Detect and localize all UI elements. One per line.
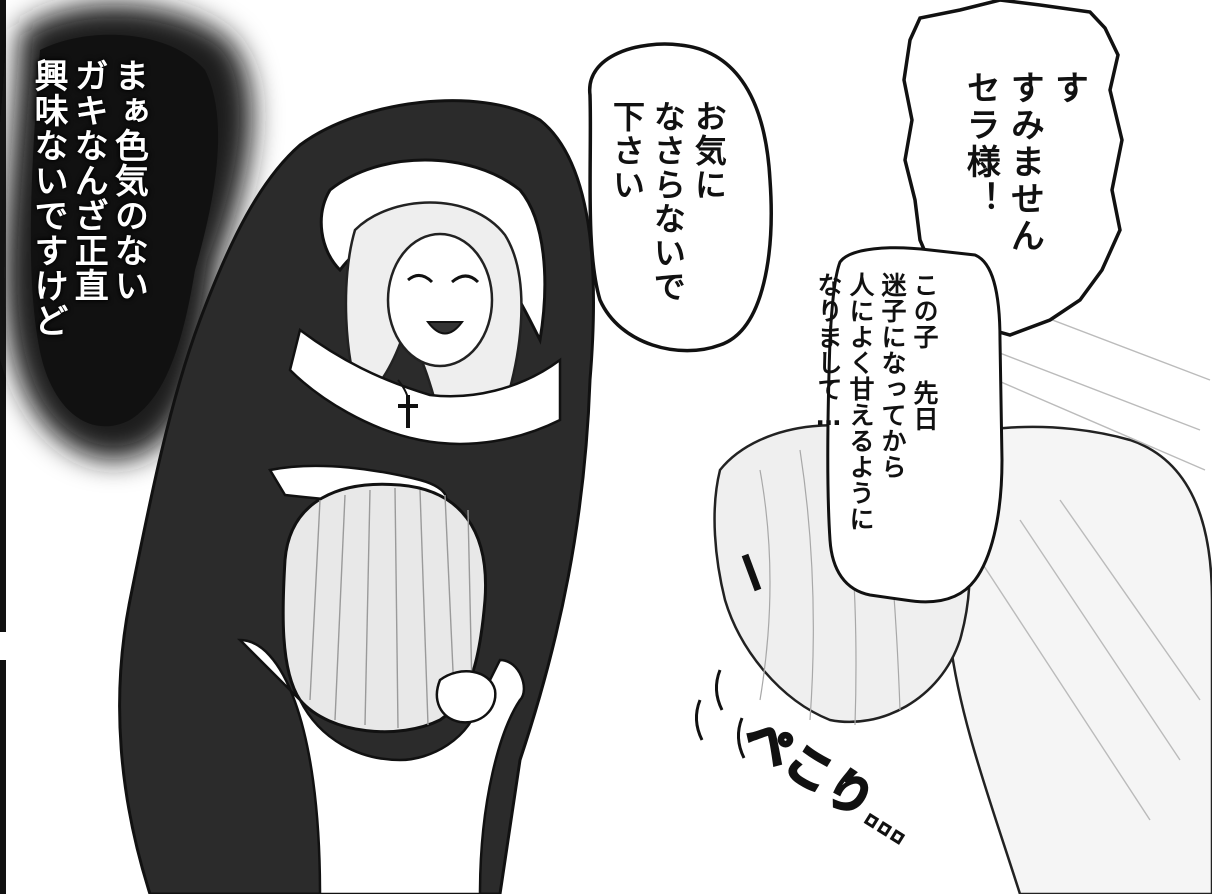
speech-bubble-center (588, 42, 773, 353)
speech-text-center: お気に なさらないで 下さい (607, 100, 728, 304)
nun-collar (288, 327, 562, 446)
hair-clip (741, 553, 762, 592)
speech-text-inner: この子 先日 迷子になってから 人によく甘えるように なりまして… (814, 272, 939, 532)
child-dress (236, 638, 526, 894)
nun-face (386, 232, 494, 368)
dark-aura-core (30, 34, 219, 427)
man-speedlines (939, 299, 1211, 821)
child-hair-strands (309, 487, 473, 729)
speech-text-shout: す すみません セラ様！ (960, 70, 1089, 255)
speech-bubble-inner (826, 246, 1004, 604)
nun-smile (426, 321, 464, 335)
panel-border-left-lower (0, 660, 6, 894)
child-hand (435, 670, 497, 724)
motion-marks (695, 669, 746, 759)
panel-border-left (0, 0, 6, 632)
speech-bubble-shout (902, 0, 1124, 337)
narration-caption: まぁ色気のない ガキなんざ正直 興味ないですけど (28, 58, 149, 338)
nun-eye-right (451, 274, 480, 284)
nun-eye-left (407, 274, 434, 284)
cross-pendant (398, 395, 418, 428)
child-head (281, 482, 488, 734)
